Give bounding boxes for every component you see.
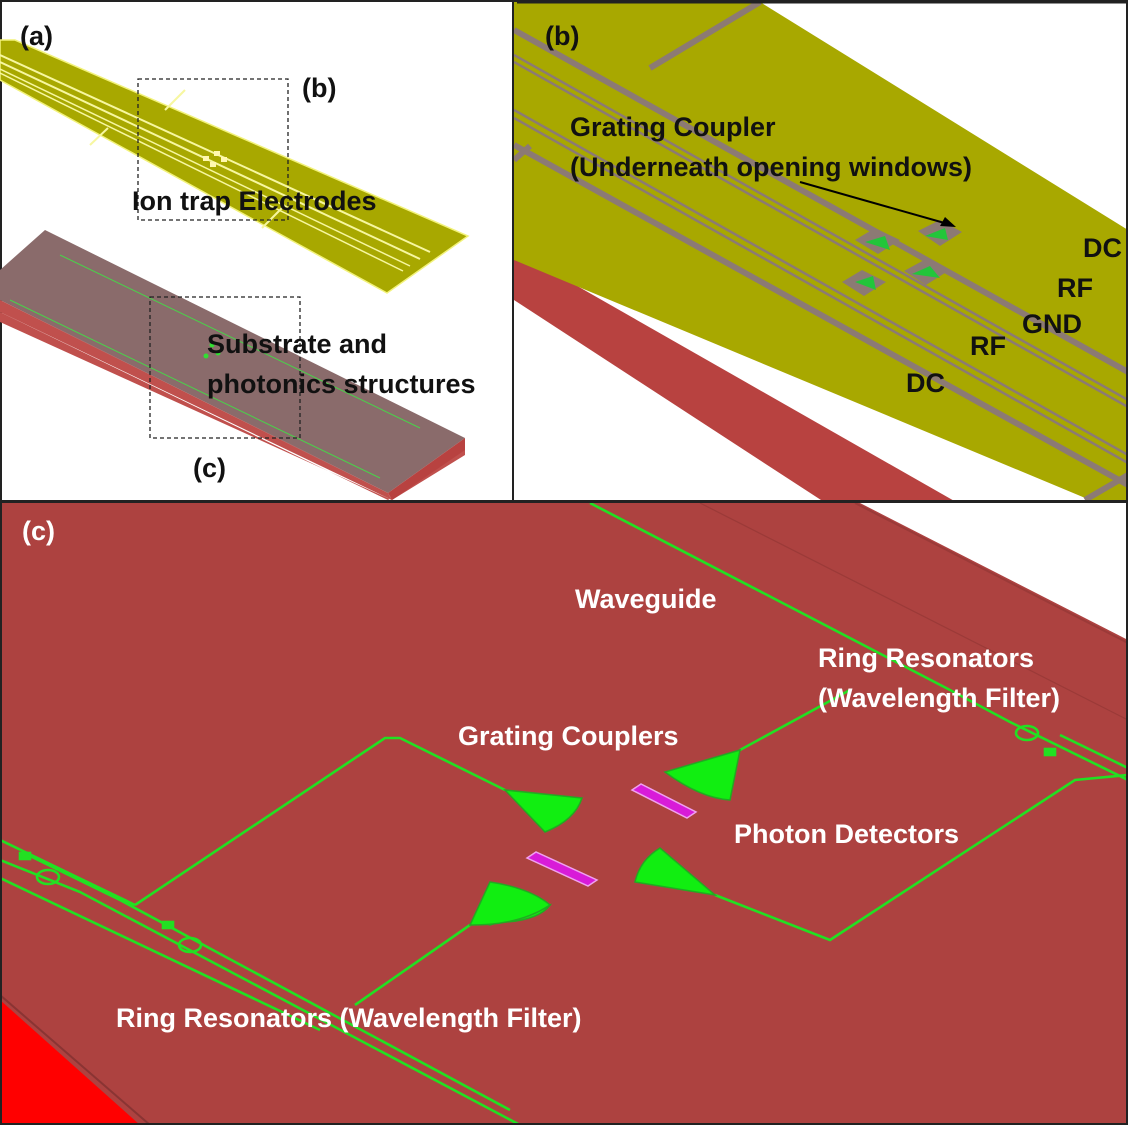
panel-b-tag: (b) [545,21,579,51]
callout-box-c [149,296,301,439]
grating-couplers-label: Grating Couplers [458,721,679,751]
ring-resonators-right-line2: (Wavelength Filter) [818,683,1060,713]
substrate-label-line2: photonics structures [207,369,476,399]
grating-window-cluster [203,151,227,167]
coupler-arrow [799,181,949,225]
panel-c-tag: (c) [22,516,55,546]
panel-c: (c) Waveguide Ring Resonators (Wavelengt… [0,501,1128,1125]
electrode-label-dc-right: DC [1083,233,1122,263]
opening-windows [842,220,962,296]
electrode-label-gnd: GND [1022,309,1082,339]
photon-detectors [525,783,698,887]
electrode-chip [0,39,470,294]
ring-resonators [18,724,1057,954]
panel-b: (b) Grating Coupler (Underneath opening … [512,0,1128,502]
ring-resonators-left-label: Ring Resonators (Wavelength Filter) [116,1003,582,1033]
electrode-label-dc-left: DC [906,368,945,398]
callout-box-b [137,78,289,221]
panel-a-tag: (a) [20,21,53,51]
grating-coupler-label-line1: Grating Coupler [570,112,776,142]
waveguide-label: Waveguide [575,584,717,614]
ring-resonators-right-line1: Ring Resonators [818,643,1034,673]
callout-b-label: (b) [302,73,336,103]
substrate-label-line1: Substrate and [207,329,387,359]
photon-detectors-label: Photon Detectors [734,819,959,849]
substrate-chip [0,230,465,500]
grating-coupler-label-line2: (Underneath opening windows) [570,152,972,182]
electrode-label-rf-right: RF [1057,273,1093,303]
waveguide-network [1,503,1127,1124]
ion-trap-electrodes-label: Ion trap Electrodes [132,186,377,216]
electrode-label-rf-left: RF [970,331,1006,361]
grating-couplers [468,748,741,926]
panel-a: (a) (b) (c) Ion trap Electrodes Substrat… [0,0,514,502]
callout-c-label: (c) [193,453,226,483]
